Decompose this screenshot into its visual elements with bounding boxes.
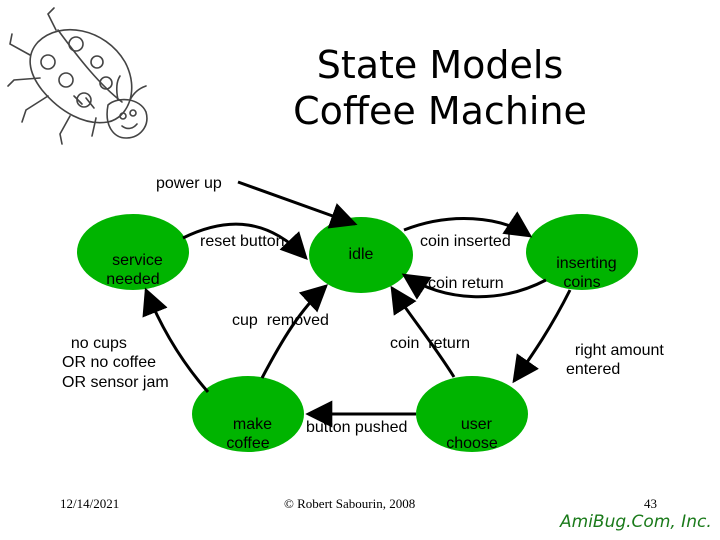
arrow-reset-button <box>182 222 308 260</box>
footer-page-number: 43 <box>644 496 657 511</box>
state-make-coffee <box>192 376 304 452</box>
footer-date: 12/14/2021 <box>60 496 120 511</box>
state-label-idle: idle <box>348 246 374 263</box>
label-coin-inserted: coin inserted <box>420 233 511 250</box>
label-button-pushed: button pushed <box>306 419 408 436</box>
footer-copyright: © Robert Sabourin, 2008 <box>284 496 416 511</box>
state-service-needed <box>77 214 189 290</box>
arrow-coin-inserted <box>403 211 533 238</box>
label-power-up: power up <box>156 175 222 192</box>
state-idle <box>309 217 413 293</box>
state-user-choose <box>416 376 528 452</box>
label-coin-return-1: coin return <box>428 275 504 292</box>
label-coin-return-2: coin return <box>390 335 471 352</box>
arrow-cup-removed <box>260 284 328 379</box>
arrow-coin-return-2 <box>390 285 456 378</box>
label-reset-button: reset button <box>200 233 285 250</box>
label-cup-removed: cup removed <box>232 312 329 329</box>
footer-brand: AmiBug.Com, Inc. <box>560 512 712 532</box>
arrow-no-cups <box>142 287 210 393</box>
arrow-right-amount <box>512 289 572 384</box>
arrow-power-up <box>237 180 358 229</box>
arrow-coin-return-1 <box>401 273 547 300</box>
state-inserting-coins <box>526 214 638 290</box>
